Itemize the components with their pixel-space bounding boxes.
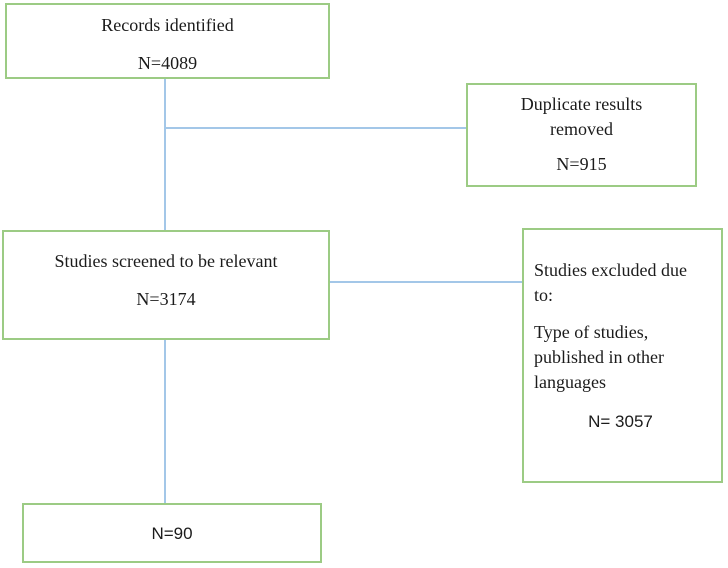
final-included-count: N=90 [151,523,193,543]
connector-screened-to-final [164,340,166,503]
records-identified-count: N=4089 [137,53,198,73]
connector-records-to-screened [164,79,166,230]
box-final-included: N=90 [22,503,322,563]
connector-to-duplicates-removed [165,127,466,129]
records-identified-label: Records identified [101,15,234,35]
studies-screened-label: Studies screened to be relevant [54,251,278,271]
studies-excluded-heading: Studies excluded due to: [534,260,687,305]
box-duplicates-removed: Duplicate results removed N=915 [466,83,697,187]
studies-screened-count: N=3174 [136,289,196,309]
duplicates-removed-label: Duplicate results removed [520,94,643,139]
box-records-identified: Records identified N=4089 [5,3,330,79]
studies-excluded-count: N= 3057 [588,412,653,431]
box-studies-screened: Studies screened to be relevant N=3174 [2,230,330,340]
connector-screened-to-excluded [330,281,522,283]
box-studies-excluded: Studies excluded due to: Type of studies… [522,228,723,483]
duplicates-removed-count: N=915 [556,154,607,174]
studies-excluded-reasons: Type of studies, published in other lang… [534,322,664,392]
